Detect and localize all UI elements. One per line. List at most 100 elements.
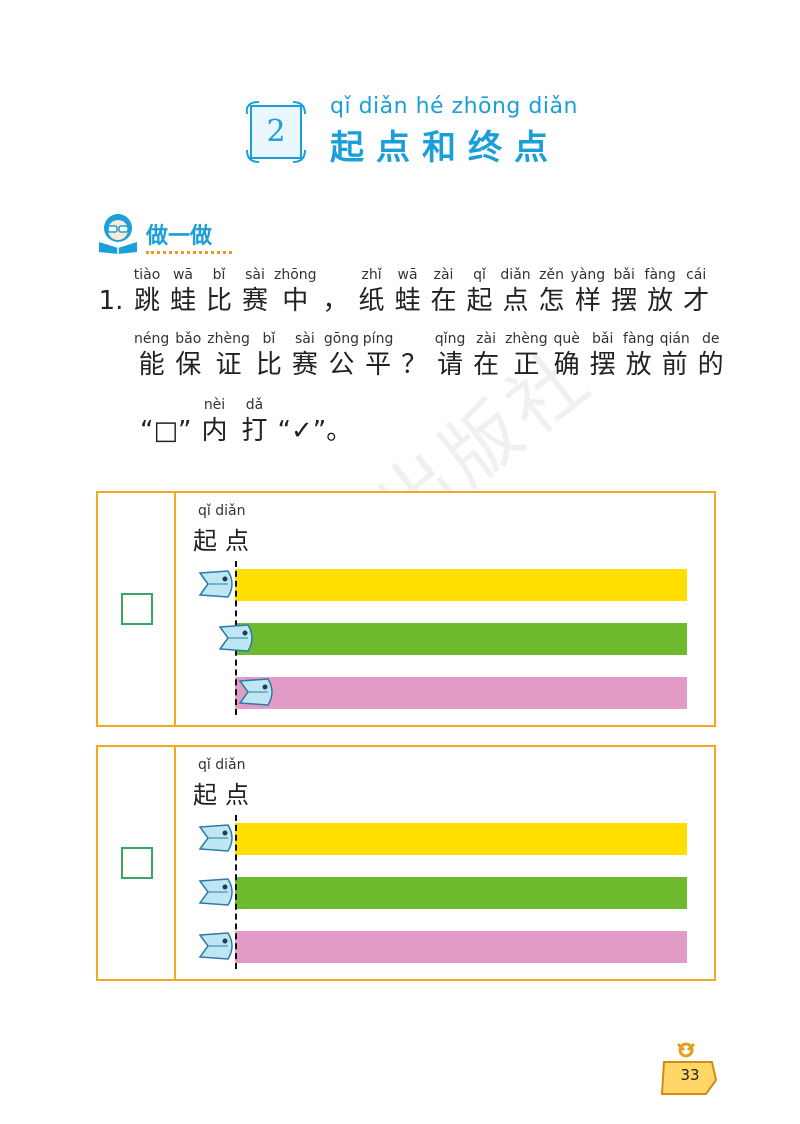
pinyin-text: fàng	[623, 331, 655, 347]
hanzi-cell: bǐ 比	[202, 266, 236, 318]
hanzi-text: 比	[255, 350, 282, 380]
start-label-pinyin: qǐ diǎn	[198, 503, 246, 519]
pinyin-text: bǎi	[592, 331, 614, 347]
hanzi-text: 跳	[133, 286, 160, 316]
pinyin-text: zài	[476, 331, 496, 347]
yellow-lane	[235, 569, 687, 601]
hanzi-cell: fàng 放	[643, 266, 677, 318]
pinyin-text: zài	[433, 267, 454, 283]
pinyin-text: qǐng	[434, 331, 466, 347]
pinyin-text: sài	[245, 267, 265, 283]
hanzi-text: 蛙	[169, 286, 196, 316]
hanzi-text: 纸	[358, 286, 385, 316]
green-lane	[235, 623, 687, 655]
hanzi-text: 在	[473, 350, 500, 380]
hanzi-cell: ？	[397, 330, 431, 382]
panel-divider	[174, 747, 176, 979]
hanzi-text: 确	[553, 350, 580, 380]
hanzi-text: 正	[513, 350, 540, 380]
hanzi-cell: diǎn 点	[499, 266, 533, 318]
hanzi-cell: néng 能	[134, 330, 169, 382]
hanzi-cell: wā 蛙	[166, 266, 200, 318]
start-line	[235, 815, 237, 969]
hanzi-text: 平	[365, 350, 392, 380]
pinyin-text: nèi	[203, 397, 226, 413]
pinyin-text: bǎi	[613, 267, 635, 283]
hanzi-text: 比	[205, 286, 232, 316]
hanzi-text: 怎	[538, 286, 565, 316]
hanzi-cell: “✓”。	[278, 396, 353, 448]
paper-frog-icon	[198, 932, 233, 960]
title-pinyin: qǐ diǎn hé zhōng diǎn	[330, 94, 578, 119]
pinyin-text: qián	[659, 331, 690, 347]
hanzi-text: 放	[625, 350, 652, 380]
pinyin-text: zhèng	[505, 331, 548, 347]
pinyin-text: de	[701, 331, 720, 347]
pinyin-text: fàng	[644, 267, 676, 283]
hanzi-text: 样	[574, 286, 601, 316]
tag-icon	[660, 1042, 718, 1095]
pinyin-text: zhǐ	[361, 267, 382, 283]
lesson-number: 2	[266, 114, 286, 149]
hanzi-text: 保	[175, 350, 202, 380]
option-panel-1: qǐ diǎn 起点	[96, 491, 716, 727]
paper-frog-icon	[218, 624, 253, 652]
hanzi-cell: 1.	[94, 266, 128, 318]
hanzi-cell: yàng 样	[571, 266, 606, 318]
section-underline	[146, 251, 232, 254]
start-label-pinyin: qǐ diǎn	[198, 757, 246, 773]
hanzi-cell: zhǐ 纸	[355, 266, 389, 318]
panel-divider	[174, 493, 176, 725]
hanzi-text: 能	[138, 350, 165, 380]
pinyin-text: zěn	[539, 267, 564, 283]
hanzi-cell: zhèng 正	[505, 330, 548, 382]
yellow-lane	[235, 823, 687, 855]
pinyin-text: zhèng	[207, 331, 250, 347]
pinyin-text: yàng	[570, 267, 606, 283]
hanzi-text: 前	[661, 350, 688, 380]
start-label: 起点	[193, 781, 257, 809]
paper-frog-icon	[198, 570, 233, 598]
pink-lane	[235, 677, 687, 709]
hanzi-cell: bǎi 摆	[607, 266, 641, 318]
hanzi-text: “✓”。	[277, 416, 353, 446]
pinyin-text: wā	[397, 267, 418, 283]
pinyin-text: sài	[294, 331, 315, 347]
pinyin-text: bǐ	[212, 267, 226, 283]
hanzi-text: 摆	[611, 286, 638, 316]
hanzi-text: ？	[401, 350, 428, 380]
hanzi-text: 证	[215, 350, 242, 380]
page-number-tag: 33	[660, 1040, 720, 1096]
hanzi-text: 赛	[241, 286, 268, 316]
hanzi-text: 点	[502, 286, 529, 316]
hanzi-text: 赛	[291, 350, 318, 380]
start-label: 起点	[193, 527, 257, 555]
answer-checkbox-1[interactable]	[121, 593, 153, 625]
pinyin-text: diǎn	[500, 267, 531, 283]
hanzi-cell: de 的	[694, 330, 728, 382]
pink-lane	[235, 931, 687, 963]
hanzi-text: “□”	[140, 416, 192, 446]
hanzi-text: 内	[201, 416, 228, 446]
hanzi-text: 在	[430, 286, 457, 316]
pinyin-text: néng	[134, 331, 170, 347]
hanzi-cell: zài 在	[469, 330, 503, 382]
answer-checkbox-2[interactable]	[121, 847, 153, 879]
hanzi-cell: zěn 怎	[535, 266, 569, 318]
hanzi-text: 放	[647, 286, 674, 316]
pinyin-text: wā	[172, 267, 194, 283]
hanzi-cell: zài 在	[427, 266, 461, 318]
pinyin-text: cái	[686, 267, 707, 283]
hanzi-text: 的	[697, 350, 724, 380]
